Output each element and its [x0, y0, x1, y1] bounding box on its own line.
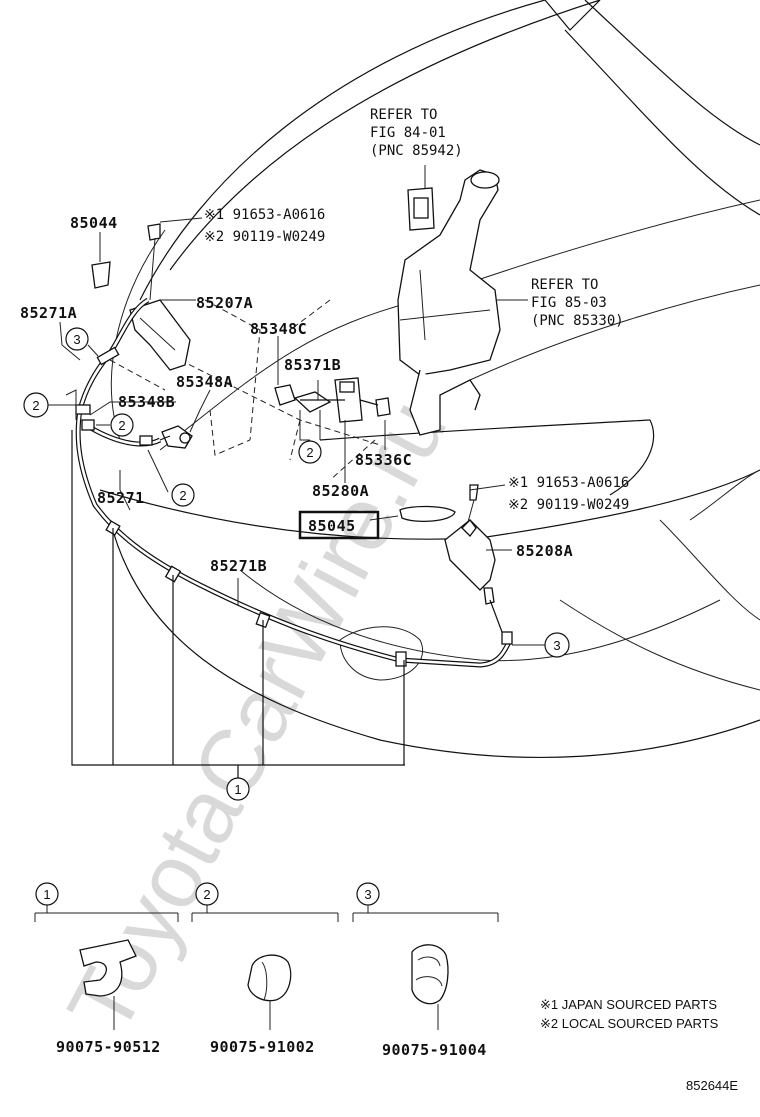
clip-2-number: 2 [203, 887, 210, 902]
hose-clamps [75, 346, 513, 667]
refer-to-fig-84-01: REFER TO FIG 84-01 (PNC 85942) [370, 107, 463, 159]
svg-text:2: 2 [306, 445, 313, 460]
left-nozzle-assembly [91, 223, 191, 371]
svg-text:2: 2 [179, 488, 186, 503]
callout-2-lower[interactable]: 2 [171, 483, 195, 507]
clip-1-part-number[interactable]: 90075-90512 [56, 1038, 161, 1056]
fastener-mid-japan[interactable]: ※1 91653-A0616 [508, 475, 629, 491]
pnc-85348b[interactable]: 85348B [118, 393, 175, 411]
callout-2-left[interactable]: 2 [23, 392, 49, 418]
pnc-85271b[interactable]: 85271B [210, 557, 267, 575]
ref2-line-3: (PNC 85330) [531, 313, 624, 329]
callout-3-upper[interactable]: 3 [65, 327, 89, 351]
legend: ※1 JAPAN SOURCED PARTS ※2 LOCAL SOURCED … [540, 997, 719, 1031]
ref2-line-1: REFER TO [531, 277, 598, 293]
svg-text:2: 2 [32, 398, 39, 413]
callout-3-right[interactable]: 3 [544, 632, 570, 658]
pnc-85336c[interactable]: 85336C [355, 451, 412, 469]
ref2-line-2: FIG 85-03 [531, 295, 607, 311]
clip-1-leader-lines [71, 430, 405, 778]
fastener-mid: ※1 91653-A0616 ※2 90119-W0249 [508, 475, 629, 513]
clip-2-part-number[interactable]: 90075-91002 [210, 1038, 315, 1056]
clip-detail-3: 3 90075-91004 [352, 882, 499, 1059]
pnc-85208a[interactable]: 85208A [516, 542, 573, 560]
vehicle-body-outline [99, 0, 760, 759]
pnc-85271[interactable]: 85271 [97, 489, 145, 507]
pnc-85371b[interactable]: 85371B [284, 356, 341, 374]
fastener-mid-local[interactable]: ※2 90119-W0249 [508, 497, 629, 513]
clip-detail-1: 1 90075-90512 [34, 882, 179, 1056]
legend-local-sourced: ※2 LOCAL SOURCED PARTS [540, 1016, 719, 1031]
callout-1-bottom[interactable]: 1 [226, 777, 250, 801]
pnc-85044[interactable]: 85044 [70, 214, 118, 232]
svg-text:3: 3 [73, 332, 80, 347]
right-nozzle-assembly [399, 484, 496, 605]
callouts: 3 2 2 2 2 3 1 [23, 327, 570, 801]
refer-to-fig-85-03: REFER TO FIG 85-03 (PNC 85330) [531, 277, 624, 329]
svg-text:3: 3 [553, 638, 560, 653]
pnc-85271a[interactable]: 85271A [20, 304, 77, 322]
callout-2-mid[interactable]: 2 [110, 413, 134, 437]
pnc-85045[interactable]: 85045 [308, 517, 356, 535]
clip-detail-2: 2 90075-91002 [191, 882, 339, 1056]
ref1-line-3: (PNC 85942) [370, 143, 463, 159]
svg-text:2: 2 [118, 418, 125, 433]
washer-tank [397, 169, 501, 436]
pnc-85348a[interactable]: 85348A [176, 373, 233, 391]
clip-1-number: 1 [43, 887, 50, 902]
fastener-top-japan[interactable]: ※1 91653-A0616 [204, 207, 325, 223]
pnc-labels: 85044 85271A 85207A 85348C 85371B 85348A… [20, 214, 573, 575]
svg-text:1: 1 [234, 782, 241, 797]
highlight-box-85045 [298, 510, 380, 540]
clip-3-number: 3 [364, 887, 371, 902]
legend-japan-sourced: ※1 JAPAN SOURCED PARTS [540, 997, 717, 1012]
ref1-line-2: FIG 84-01 [370, 125, 446, 141]
clip-3-part-number[interactable]: 90075-91004 [382, 1041, 487, 1059]
valve-parts [161, 377, 391, 449]
pnc-85280a[interactable]: 85280A [312, 482, 369, 500]
pnc-85207a[interactable]: 85207A [196, 294, 253, 312]
leader-lines [48, 165, 545, 646]
callout-2-valve[interactable]: 2 [298, 440, 322, 464]
figure-id: 852644E [686, 1078, 738, 1093]
ref1-line-1: REFER TO [370, 107, 437, 123]
fastener-top-local[interactable]: ※2 90119-W0249 [204, 229, 325, 245]
fastener-top: ※1 91653-A0616 ※2 90119-W0249 [204, 207, 325, 245]
pnc-85348c[interactable]: 85348C [250, 320, 307, 338]
